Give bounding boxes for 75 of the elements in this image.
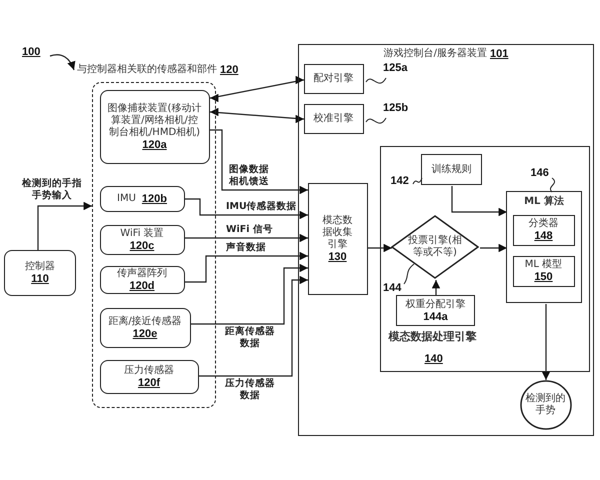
arrow [185, 252, 308, 283]
reference-number: 125a [383, 62, 408, 74]
node-label: 传声器阵列 [117, 268, 167, 280]
reference-number: 140 [424, 352, 443, 366]
component-box [100, 224, 184, 254]
arrow [185, 234, 308, 242]
heading: 模态数据处理引擎 [388, 328, 476, 344]
component-box [4, 250, 76, 296]
node-label: 训练规则 [432, 164, 472, 176]
node-label: 配对引擎 [314, 72, 354, 84]
reference-number: 144a [423, 310, 448, 322]
edge-label: 声音数据 [226, 242, 266, 254]
reference-number: 144 [383, 282, 402, 294]
arrow [432, 280, 440, 296]
component-box [100, 308, 190, 348]
device-box [298, 44, 594, 436]
edge-label: 检测到的手指手势输入 [20, 178, 83, 202]
component-box [100, 186, 184, 212]
arrow [480, 244, 507, 252]
edge-label: IMU传感器数据 [226, 201, 297, 213]
reference-number: 101 [490, 48, 508, 60]
reference-number: 120e [132, 328, 158, 340]
node-label: 距离/接近传感器 [108, 316, 182, 328]
reference-number: 148 [534, 230, 553, 242]
arrow [368, 244, 392, 252]
reference-number: 120b [142, 192, 167, 204]
edge-label: 距离传感器数据 [224, 326, 276, 350]
node-label: 压力传感器 [124, 364, 174, 376]
heading: 与控制器相关联的传感器和部件 [77, 64, 217, 76]
arrow [199, 276, 308, 377]
reference-number: 150 [534, 271, 553, 283]
node-label: 图像捕获装置(移动计算装置/网络相机/控制台相机/HMD相机) [106, 102, 202, 138]
reference-number: 120a [142, 138, 167, 150]
heading: ML 算法 [524, 196, 564, 208]
node-label: 校准引擎 [314, 112, 354, 124]
arrow [37, 202, 92, 250]
arrow [542, 304, 550, 380]
result-circle [520, 380, 572, 430]
node-label: 模态数据收集引擎 [322, 214, 354, 250]
reference-number: 120c [130, 240, 154, 252]
edge-label: 图像数据相机馈送 [228, 164, 270, 188]
node-label: WiFi 装置 [120, 228, 164, 240]
component-box [100, 360, 198, 394]
reference-number: 146 [530, 166, 549, 178]
arrow [210, 129, 308, 194]
component-box [100, 266, 184, 294]
reference-number: 120d [129, 280, 155, 292]
reference-number: 125b [383, 102, 408, 114]
arrow [210, 108, 304, 124]
node-label: IMU [117, 192, 136, 204]
arrow [185, 198, 308, 220]
engine-box [512, 256, 574, 286]
arrow [210, 76, 304, 102]
reference-number: 120f [138, 376, 160, 388]
node-label: 权重分配引擎 [406, 298, 466, 310]
edge-label: 压力传感器数据 [224, 378, 276, 402]
node-label: 控制器 [25, 261, 55, 273]
engine-box [512, 214, 574, 246]
engine-box [396, 295, 475, 326]
node-label: ML 模型 [524, 259, 562, 271]
engine-box [380, 146, 590, 372]
reference-number: 142 [390, 174, 409, 186]
arrow [191, 264, 308, 325]
reference-number: 120 [220, 64, 238, 76]
heading: 游戏控制台/服务器装置 [384, 48, 487, 60]
reference-number: 110 [31, 273, 49, 285]
node-label: 检测到的手势 [524, 392, 566, 416]
reference-number: 130 [328, 250, 347, 262]
component-box [100, 90, 210, 164]
engine-box [308, 182, 368, 294]
edge-label: WiFi 信号 [226, 224, 273, 236]
node-label: 投票引擎(相等或不等) [407, 235, 463, 259]
reference-number: 100 [22, 46, 40, 58]
arrow [451, 186, 507, 216]
node-label: 分类器 [528, 218, 558, 230]
